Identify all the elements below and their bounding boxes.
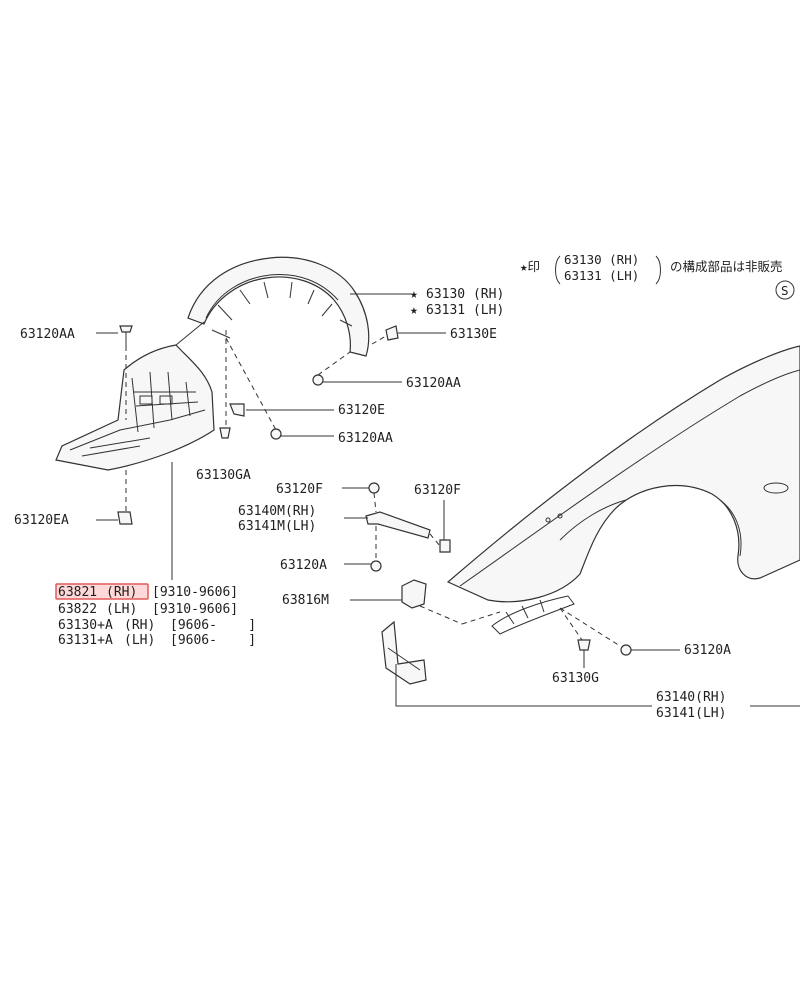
splash-shield-part[interactable] bbox=[55, 321, 215, 471]
table-row[interactable]: 63131+A (LH) [9606- ] bbox=[58, 633, 256, 648]
clip-63120E[interactable] bbox=[229, 403, 245, 417]
clip-63130E[interactable] bbox=[385, 325, 399, 341]
screw-63120AA-low[interactable] bbox=[270, 428, 282, 440]
clip-63130G[interactable] bbox=[577, 639, 591, 651]
table-side: (RH) bbox=[124, 618, 155, 633]
assembly-lines bbox=[125, 330, 621, 647]
label-63120AA-low: 63120AA bbox=[338, 431, 393, 446]
star-mark-2: ★ bbox=[410, 303, 418, 318]
legend-star-mark: ★印 bbox=[520, 259, 540, 274]
label-63120E: 63120E bbox=[338, 403, 385, 418]
legend-code-lh: 63131 (LH) bbox=[564, 268, 639, 283]
legend-note: ★印 63130 (RH) 63131 (LH) の構成部品は非販売 S bbox=[520, 252, 795, 300]
table-range: [9606- ] bbox=[170, 633, 256, 648]
screw-63120A-right[interactable] bbox=[620, 644, 632, 656]
bracket-63140M-part[interactable] bbox=[365, 511, 431, 539]
label-63130E: 63130E bbox=[450, 327, 497, 342]
label-63140-rh: 63140(RH) bbox=[656, 690, 726, 705]
screw-63120AA-mid[interactable] bbox=[312, 374, 324, 386]
label-63130GA: 63130GA bbox=[196, 468, 251, 483]
legend-text: の構成部品は非販売 bbox=[670, 259, 783, 274]
label-63131-lh: 63131 (LH) bbox=[426, 303, 504, 318]
table-side: (RH) bbox=[106, 585, 137, 600]
label-63141M-lh: 63141M(LH) bbox=[238, 519, 316, 534]
table-part: 63131+A bbox=[58, 633, 113, 648]
leader-lines bbox=[96, 293, 800, 707]
label-63816M: 63816M bbox=[282, 593, 329, 608]
parts-table: 63821 (RH) [9310-9606] 63822 (LH) [9310-… bbox=[55, 583, 256, 648]
clip-63120F-left[interactable] bbox=[368, 482, 380, 494]
label-63120AA-top: 63120AA bbox=[20, 327, 75, 342]
table-range: [9606- ] bbox=[170, 618, 256, 633]
label-63120A-right: 63120A bbox=[684, 643, 731, 658]
clip-63816M-part[interactable] bbox=[401, 579, 427, 609]
table-row[interactable]: 63821 (RH) [9310-9606] bbox=[58, 585, 238, 600]
front-fender-part[interactable] bbox=[446, 345, 800, 635]
clip-63120AA-top[interactable] bbox=[119, 325, 133, 346]
table-part: 63821 bbox=[58, 585, 97, 600]
table-row[interactable]: 63130+A (RH) [9606- ] bbox=[58, 618, 256, 633]
clip-63120EA[interactable] bbox=[117, 511, 133, 525]
star-mark-1: ★ bbox=[410, 287, 418, 302]
clip-63130GA[interactable] bbox=[219, 427, 231, 439]
table-part: 63822 bbox=[58, 602, 97, 617]
bracket-63140-part[interactable] bbox=[381, 620, 427, 685]
clip-63120F-right[interactable] bbox=[439, 539, 451, 553]
label-63120F-right: 63120F bbox=[414, 483, 461, 498]
clip-63120A-left[interactable] bbox=[370, 560, 382, 572]
table-row[interactable]: 63822 (LH) [9310-9606] bbox=[58, 602, 238, 617]
legend-code-rh: 63130 (RH) bbox=[564, 252, 639, 267]
table-range: [9310-9606] bbox=[152, 585, 238, 600]
highlight-box bbox=[55, 583, 149, 600]
label-63130-rh: 63130 (RH) bbox=[426, 287, 504, 302]
label-63140M-rh: 63140M(RH) bbox=[238, 504, 316, 519]
label-63130G: 63130G bbox=[552, 671, 599, 686]
table-side: (LH) bbox=[106, 602, 137, 617]
label-63120F-left: 63120F bbox=[276, 482, 323, 497]
label-63120AA-mid: 63120AA bbox=[406, 376, 461, 391]
label-63141-lh: 63141(LH) bbox=[656, 706, 726, 721]
legend-s-circle bbox=[775, 280, 795, 300]
table-range: [9310-9606] bbox=[152, 602, 238, 617]
table-part: 63130+A bbox=[58, 618, 113, 633]
label-63120EA: 63120EA bbox=[14, 513, 69, 528]
legend-s-mark: S bbox=[781, 283, 789, 298]
label-63120A-left: 63120A bbox=[280, 558, 327, 573]
table-side: (LH) bbox=[124, 633, 155, 648]
fender-liner-part[interactable] bbox=[187, 256, 370, 357]
